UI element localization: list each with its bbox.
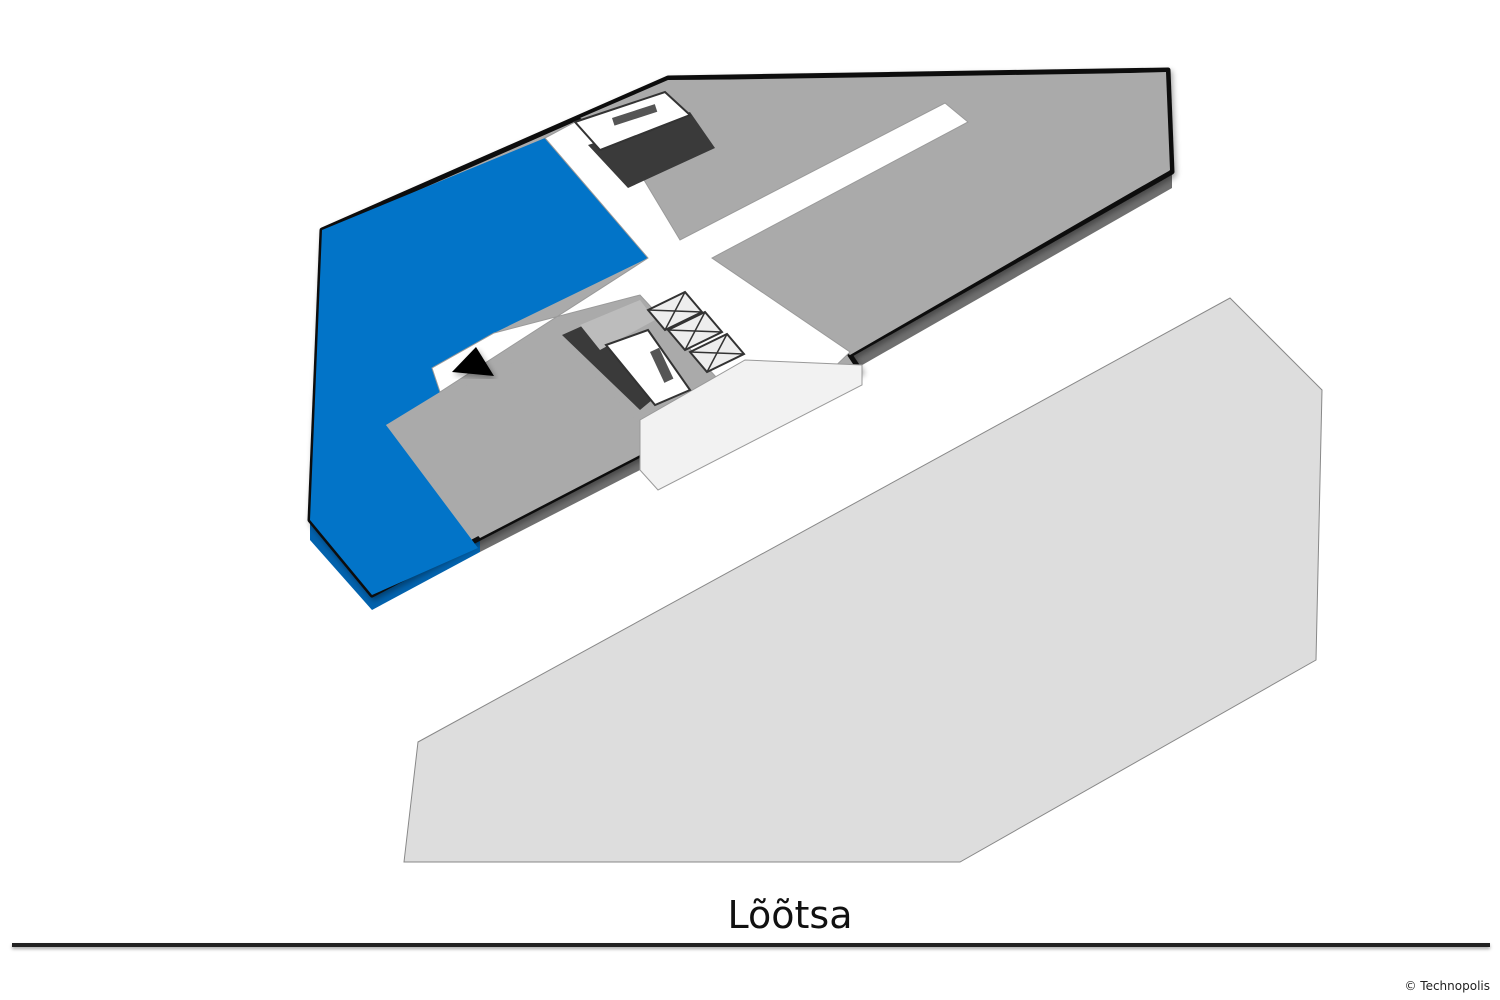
street-label: Lõõtsa bbox=[727, 893, 853, 937]
elevator-icon bbox=[666, 310, 724, 352]
stairs-icon bbox=[573, 90, 692, 152]
space-east[interactable] bbox=[712, 72, 1170, 355]
elevator-icon bbox=[646, 290, 704, 332]
you-are-here-marker bbox=[452, 347, 494, 376]
space-south[interactable] bbox=[386, 340, 655, 538]
neighbor-building bbox=[403, 297, 1323, 863]
street-line bbox=[12, 943, 1490, 947]
core-room bbox=[580, 300, 655, 350]
copyright-notice: © Technopolis bbox=[1404, 979, 1490, 993]
core-north bbox=[588, 112, 715, 188]
stairs-icon bbox=[604, 328, 692, 407]
core-south bbox=[562, 318, 658, 410]
corridor-entrance bbox=[639, 359, 863, 491]
elevator-icon bbox=[688, 332, 746, 374]
highlighted-space[interactable] bbox=[310, 138, 648, 595]
